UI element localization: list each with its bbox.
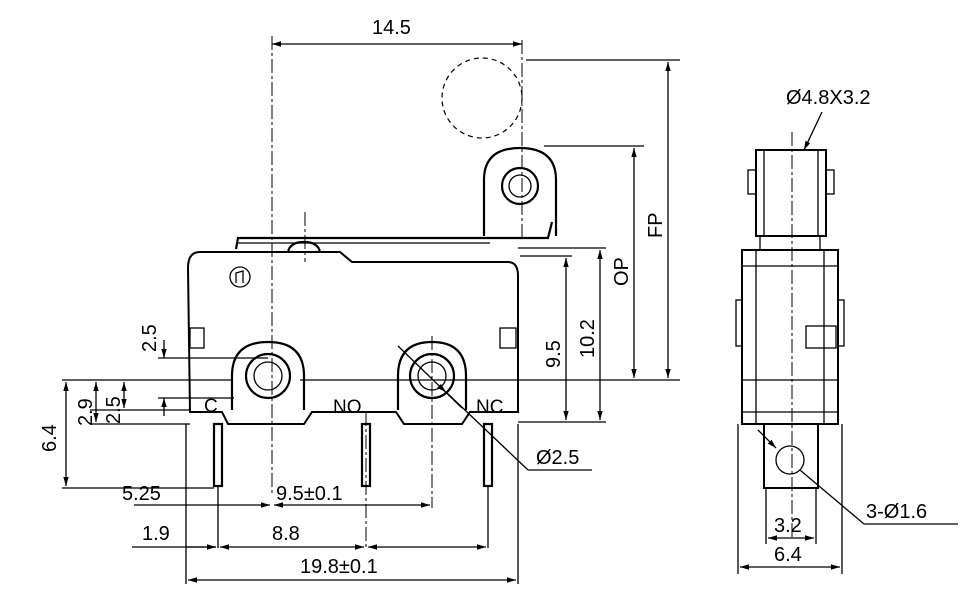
dim-left-6-4: 6.4 xyxy=(39,424,61,452)
side-roller xyxy=(755,149,827,237)
front-view: C NO NC 14.5 FP OP 9.5 10.2 xyxy=(39,17,680,584)
dim-left-2-5-bottom: 2.5 xyxy=(103,396,125,424)
side-terminal-hole xyxy=(775,445,805,475)
dim-height-10-2: 10.2 xyxy=(577,319,599,358)
dim-bottom-5-25: 5.25 xyxy=(122,483,161,505)
dim-width-6-4: 6.4 xyxy=(774,544,802,566)
dim-roller: Ø4.8X3.2 xyxy=(786,87,871,109)
actuator-button xyxy=(286,240,322,253)
roller xyxy=(482,146,558,236)
dim-left-2-9: 2.9 xyxy=(75,398,97,426)
terminal-label-no: NO xyxy=(333,397,362,418)
dim-height-9-5: 9.5 xyxy=(543,340,565,368)
dim-free-position: FP xyxy=(645,212,667,238)
dim-bottom-9-5: 9.5±0.1 xyxy=(276,483,343,505)
dim-bottom-19-8: 19.8±0.1 xyxy=(300,556,378,578)
terminal-label-c: C xyxy=(204,396,218,417)
dim-width-3-2: 3.2 xyxy=(774,515,802,537)
terminal-c xyxy=(212,422,224,488)
side-terminal xyxy=(763,423,819,489)
polarity-mark xyxy=(229,266,251,288)
switch-housing xyxy=(186,251,519,425)
terminal-label-nc: NC xyxy=(476,397,503,418)
side-view: Ø4.8X3.2 3-Ø1.6 3.2 6.4 xyxy=(735,87,958,574)
dim-top-width: 14.5 xyxy=(372,17,411,39)
dim-operating-position: OP xyxy=(611,257,633,286)
dim-bottom-1-9: 1.9 xyxy=(142,523,170,545)
dim-hole-diameter: Ø2.5 xyxy=(536,447,579,469)
dim-bottom-8-8: 8.8 xyxy=(272,523,300,545)
mounting-hole-left xyxy=(230,340,306,410)
roller-free-position-outline xyxy=(441,57,523,139)
terminal-nc xyxy=(482,422,494,488)
dim-terminal-holes: 3-Ø1.6 xyxy=(866,501,927,523)
dim-left-2-5-top: 2.5 xyxy=(139,324,161,352)
lever-arm xyxy=(234,221,554,250)
